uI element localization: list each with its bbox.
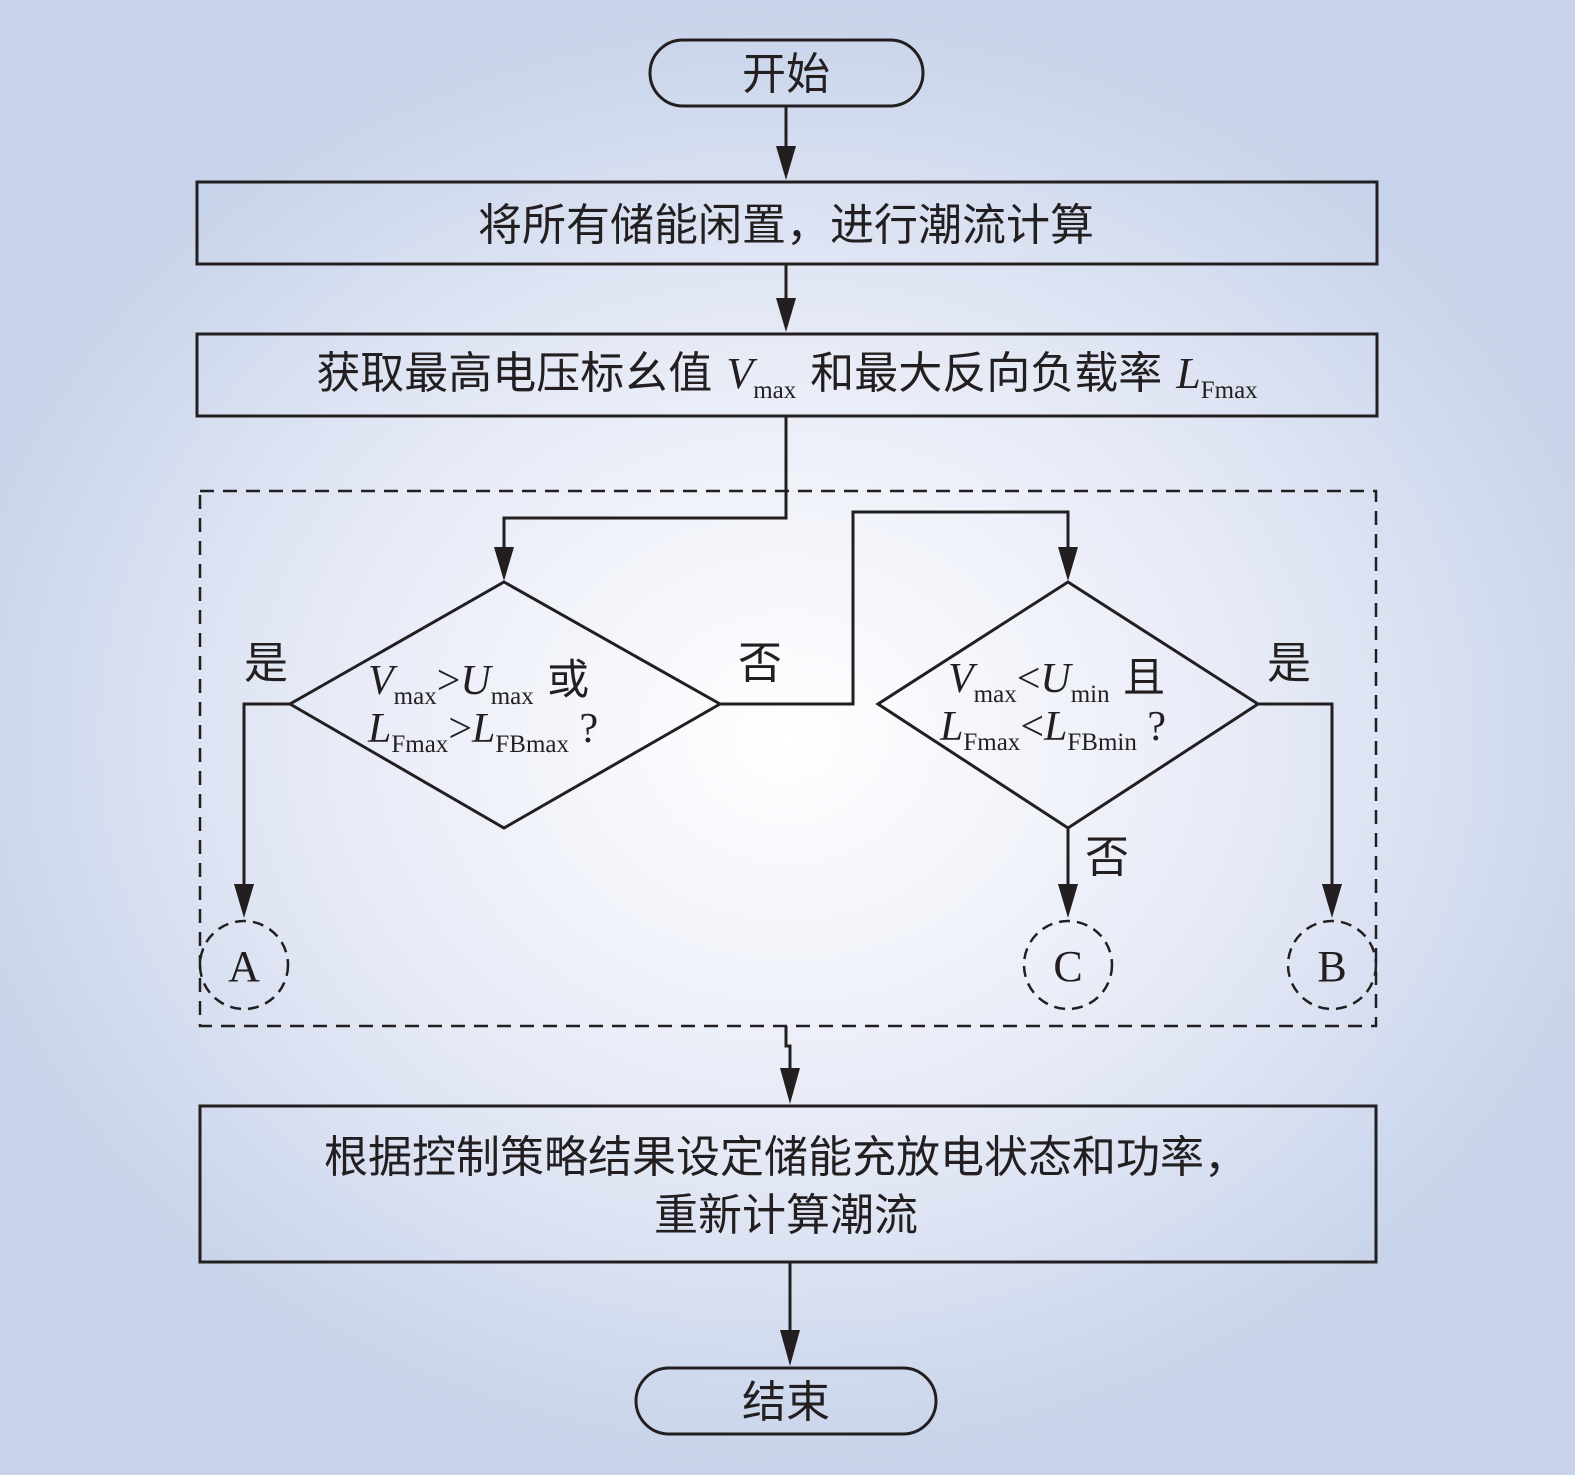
connector-c-label: C	[1053, 942, 1082, 991]
decision-overlimit-line2: LFmax>LFBmax ?	[367, 706, 598, 758]
decision1-yes-branch: 是	[234, 638, 290, 918]
connector-a-label: A	[228, 942, 260, 991]
decision1-no-label: 否	[738, 638, 782, 689]
decision1-yes-label: 是	[244, 638, 288, 689]
decision2-no-label: 否	[1085, 832, 1129, 883]
arrow-start-to-step1	[776, 106, 796, 180]
decision-overlimit: Vmax>Umax 或 LFmax>LFBmax ?	[286, 580, 724, 830]
flow-to-decision1	[494, 416, 788, 581]
decision-underlimit-line2: LFmax<LFBmin ?	[939, 704, 1166, 756]
end-label: 结束	[742, 1377, 830, 1428]
connector-c: C	[1022, 919, 1114, 1011]
connector-b-label: B	[1317, 942, 1346, 991]
step-idle-storage-box: 将所有储能闲置，进行潮流计算	[195, 180, 1379, 266]
decision-underlimit-line1: Vmax<Umin 且	[948, 653, 1165, 708]
decision2-yes-branch: 是	[1258, 638, 1342, 918]
arrow-step1-to-step2	[776, 264, 796, 332]
step-set-storage-box: 根据控制策略结果设定储能充放电状态和功率， 重新计算潮流	[198, 1104, 1378, 1264]
end-terminator: 结束	[634, 1366, 938, 1436]
decision2-no-branch: 否	[1058, 828, 1129, 918]
step-get-max-values-box: 获取最高电压标幺值 Vmax 和最大反向负载率 LFmax	[195, 332, 1379, 418]
decision2-yes-label: 是	[1267, 638, 1311, 689]
step-idle-storage-label: 将所有储能闲置，进行潮流计算	[478, 200, 1094, 251]
connector-b: B	[1286, 919, 1378, 1011]
start-label: 开始	[742, 49, 830, 100]
start-terminator: 开始	[648, 38, 925, 108]
step-set-storage-line2: 重新计算潮流	[654, 1190, 918, 1241]
arrow-group-to-step3	[780, 1026, 800, 1104]
connector-a: A	[198, 919, 290, 1011]
decision-underlimit: Vmax<Umin 且 LFmax<LFBmin ?	[875, 580, 1261, 830]
step-set-storage-line1: 根据控制策略结果设定储能充放电状态和功率，	[324, 1132, 1248, 1183]
arrow-step3-to-end	[780, 1262, 800, 1366]
decision-overlimit-line1: Vmax>Umax 或	[368, 655, 589, 710]
control-strategy-group	[198, 489, 1378, 1028]
decision1-no-branch: 否	[720, 510, 1078, 706]
step-get-max-values-label: 获取最高电压标幺值 Vmax 和最大反向负载率 LFmax	[316, 348, 1258, 404]
